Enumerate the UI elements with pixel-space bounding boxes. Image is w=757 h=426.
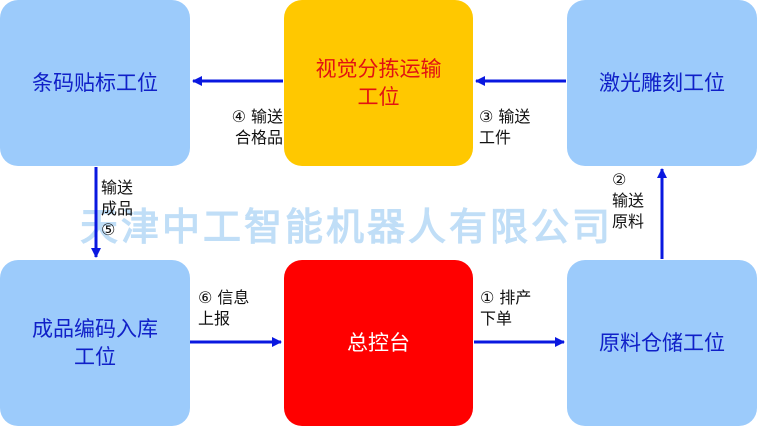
- edge-label-step3: ③ 输送 工件: [479, 107, 531, 147]
- company-watermark: 天津中工智能机器人有限公司: [80, 204, 614, 249]
- laser-engraving-station: 激光雕刻工位: [567, 0, 757, 166]
- edge-label-step1: ① 排产 下单: [480, 288, 532, 328]
- edge-label-step6: ⑥ 信息 上报: [198, 288, 250, 328]
- edge-label-step4: ④ 输送 合格品: [231, 107, 283, 147]
- vision-sorting-station: 视觉分拣运输 工位: [284, 0, 473, 166]
- master-control-station: 总控台: [284, 260, 473, 426]
- edge-label-step2: ② 输送 原料: [612, 170, 645, 231]
- barcode-labeling-station: 条码贴标工位: [0, 0, 190, 166]
- product-coding-storage-station: 成品编码入库 工位: [0, 260, 190, 426]
- edge-label-step5: 输送 成品 ⑤: [101, 178, 134, 239]
- raw-material-storage-station: 原料仓储工位: [567, 260, 757, 426]
